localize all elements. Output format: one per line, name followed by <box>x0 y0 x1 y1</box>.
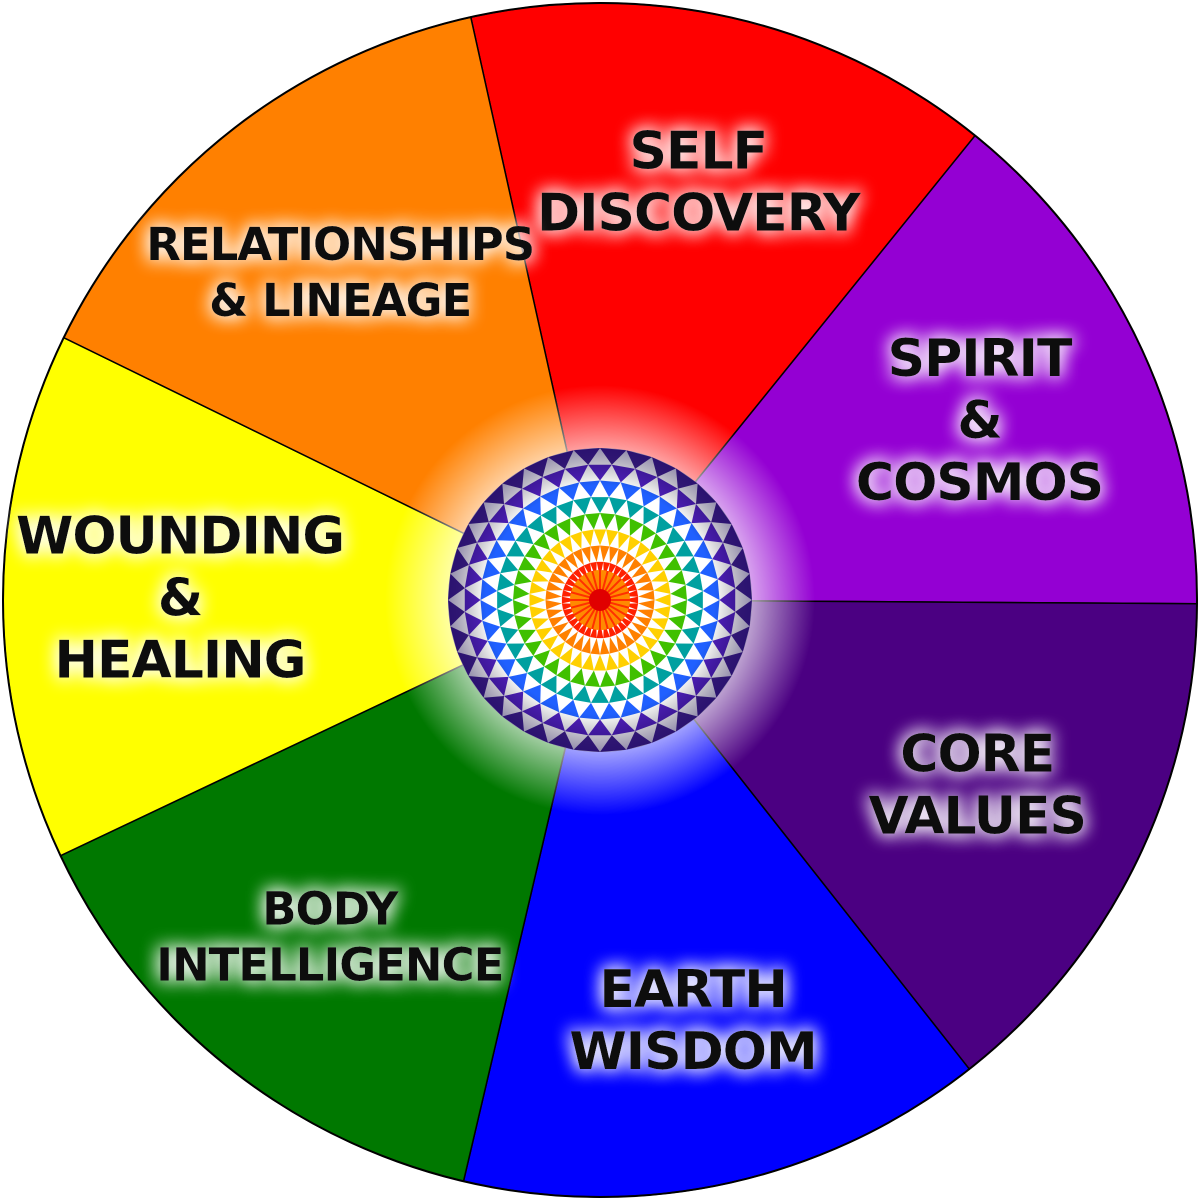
label-line: EARTH <box>599 960 786 1020</box>
label-line: WOUNDING <box>16 506 344 566</box>
label-relationships-lineage: RELATIONSHIPS& LINEAGE <box>146 218 534 327</box>
label-line: RELATIONSHIPS <box>146 218 534 271</box>
label-line: & <box>957 391 1001 451</box>
label-line: & <box>158 568 202 628</box>
label-spirit-cosmos: SPIRIT&COSMOS <box>856 329 1103 513</box>
label-line: HEALING <box>55 630 306 690</box>
label-line: SELF <box>629 121 767 181</box>
label-line: WISDOM <box>569 1022 816 1082</box>
label-line: INTELLIGENCE <box>156 939 503 992</box>
label-line: CORE <box>900 725 1054 785</box>
label-line: BODY <box>262 883 400 936</box>
label-line: DISCOVERY <box>537 183 862 243</box>
label-line: & LINEAGE <box>209 274 471 327</box>
label-line: SPIRIT <box>888 329 1073 389</box>
label-wounding-healing: WOUNDING&HEALING <box>16 506 344 690</box>
sphere-shading <box>448 448 752 752</box>
label-line: VALUES <box>869 787 1086 847</box>
label-line: COSMOS <box>856 453 1103 513</box>
